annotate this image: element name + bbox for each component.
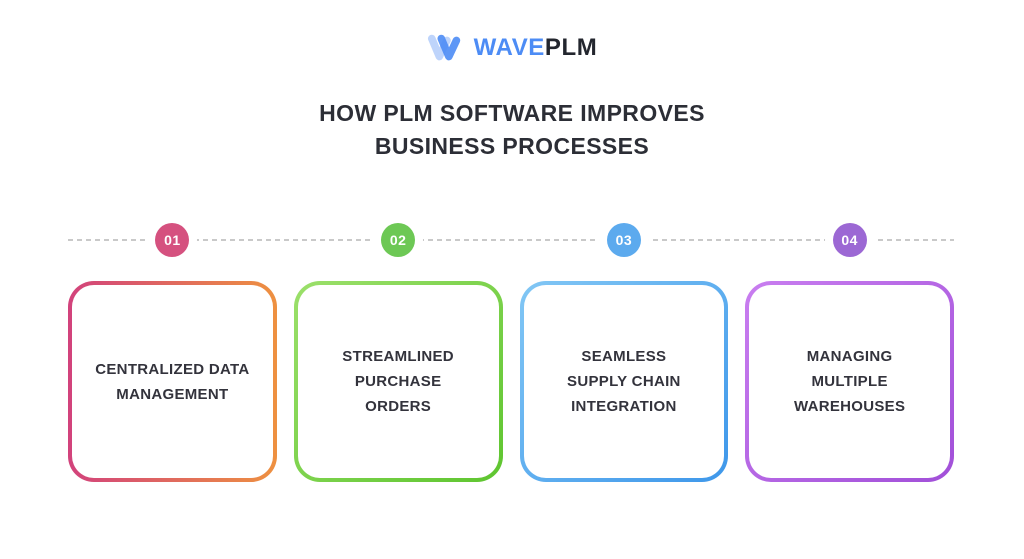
step-cell-3: 03 [520,223,729,257]
page-title: HOW PLM SOFTWARE IMPROVES BUSINESS PROCE… [319,100,705,159]
card-managing-multiple-warehouses: MANAGING MULTIPLE WAREHOUSES [745,281,954,482]
timeline-steps: 01 02 03 04 [68,223,954,257]
card-streamlined-purchase-orders: STREAMLINED PURCHASE ORDERS [294,281,503,482]
cards-row: CENTRALIZED DATA MANAGEMENT STREAMLINED … [68,281,954,482]
logo-text-wave: WAVE [473,34,545,61]
timeline-dashed-line [68,239,954,241]
card-label: CENTRALIZED DATA MANAGEMENT [95,360,250,403]
card-centralized-data-management: CENTRALIZED DATA MANAGEMENT [68,281,277,482]
step-badge-04: 04 [832,223,867,257]
step-cell-4: 04 [745,223,954,257]
step-badge-01: 01 [155,223,190,257]
step-badge-02: 02 [381,223,416,257]
logo-text-plm: PLM [544,34,598,61]
card-label: STREAMLINED PURCHASE ORDERS [342,348,454,415]
step-cell-2: 02 [294,223,503,257]
logo-text: WAVEPLM [474,36,598,60]
logo: WAVEPLM [0,28,1024,68]
step-badge-03: 03 [606,223,641,257]
card-seamless-supply-chain-integration: SEAMLESS SUPPLY CHAIN INTEGRATION [520,281,729,482]
timeline: 01 02 03 04 [68,223,954,257]
card-label: SEAMLESS SUPPLY CHAIN INTEGRATION [567,348,681,415]
waveplm-logo-icon [427,33,465,63]
card-label: MANAGING MULTIPLE WAREHOUSES [793,348,906,415]
step-cell-1: 01 [68,223,277,257]
